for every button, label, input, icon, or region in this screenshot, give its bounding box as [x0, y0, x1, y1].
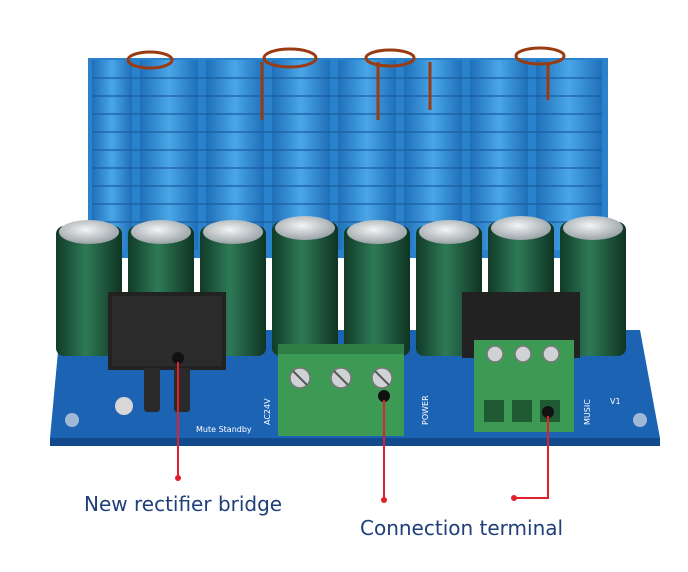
pointer-terminal-left — [378, 390, 390, 503]
label-v1: V1 — [610, 397, 621, 406]
caption-rectifier-bridge: New rectifier bridge — [84, 492, 283, 516]
label-mute-standby: Mute Standby — [196, 425, 252, 434]
label-music: MUSIC — [583, 399, 592, 425]
power-terminal-block — [278, 344, 404, 436]
caption-connection-terminal: Connection terminal — [360, 516, 564, 540]
label-ac24v: AC24V — [263, 398, 272, 425]
heatsink-fins — [92, 60, 602, 250]
label-power: POWER — [421, 395, 430, 425]
pointer-terminal-right — [511, 406, 554, 501]
fin-lines — [92, 77, 602, 223]
pointer-rectifier — [172, 352, 184, 481]
pcb-edge — [50, 438, 660, 446]
music-terminal-block — [474, 340, 574, 432]
inductor-coils — [126, 46, 566, 120]
